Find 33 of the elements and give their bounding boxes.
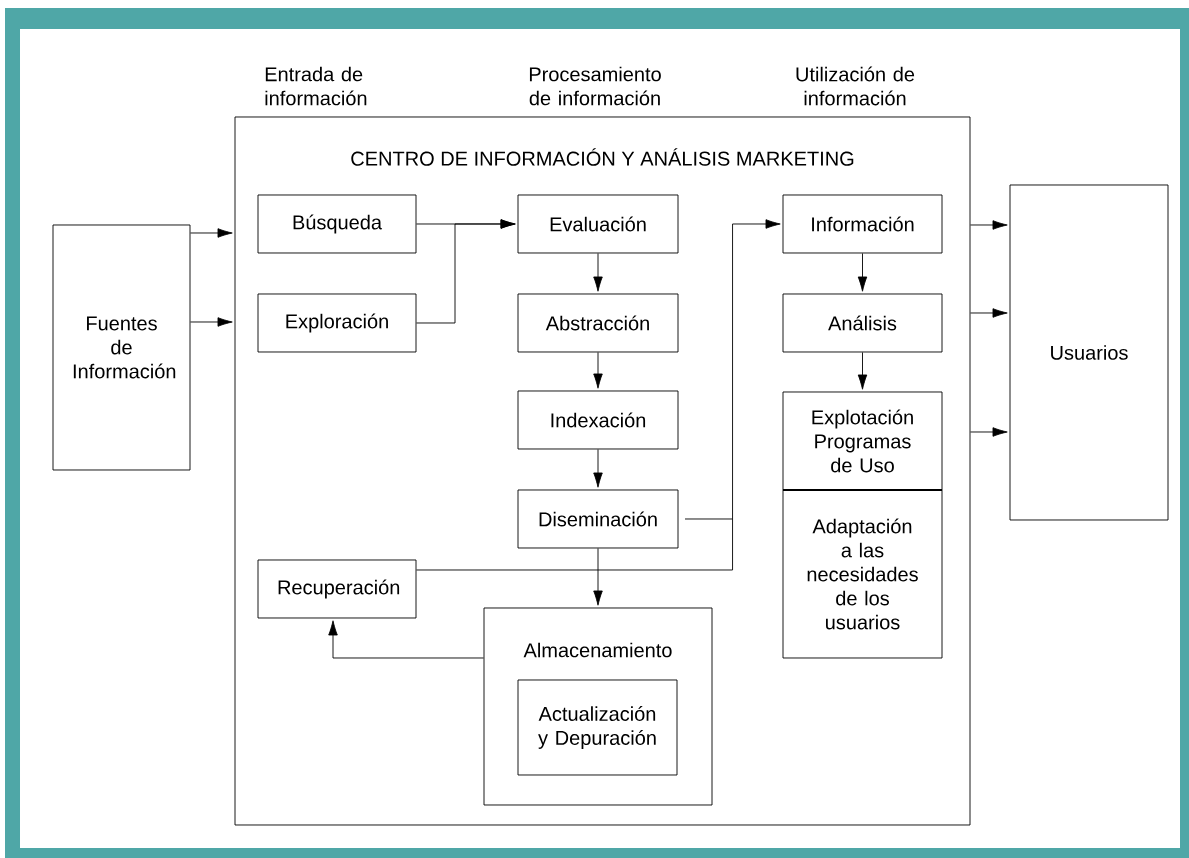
process-box: Diseminación [517, 489, 679, 549]
process-box: Explotación Programas de Uso [782, 391, 943, 491]
arrow [328, 620, 484, 659]
process-box: Análisis [782, 293, 943, 353]
arrow [416, 219, 516, 324]
arrow [732, 219, 781, 520]
process-box: Adaptación a las necesidades de los usuarios [782, 489, 943, 659]
source-box: Fuentes de Información [52, 224, 191, 471]
users-box: Usuarios [1009, 184, 1169, 521]
arrow [970, 220, 1008, 230]
process-box: Recuperación [257, 559, 417, 619]
arrow [970, 427, 1008, 437]
arrow [593, 253, 603, 292]
process-box: Información [782, 194, 943, 254]
arrow [190, 228, 233, 238]
arrow [857, 352, 868, 390]
arrow [593, 449, 603, 488]
process-box: Abstracción [517, 293, 679, 353]
connector-line [684, 518, 733, 520]
column-heading: Utilización de información [796, 66, 915, 106]
arrow [857, 253, 868, 292]
connector-line [416, 518, 733, 571]
process-box: Indexación [517, 390, 679, 450]
process-box: Exploración [257, 293, 417, 353]
column-heading: Entrada de información [265, 66, 367, 106]
arrow [593, 352, 603, 389]
arrow [190, 317, 233, 327]
arrow [593, 548, 603, 606]
process-box: Actualización y Depuración [517, 679, 678, 776]
column-heading: Procesamiento de información [529, 66, 661, 106]
process-box: Evaluación [517, 194, 679, 254]
process-box: Búsqueda [257, 194, 417, 254]
arrow [970, 308, 1008, 318]
